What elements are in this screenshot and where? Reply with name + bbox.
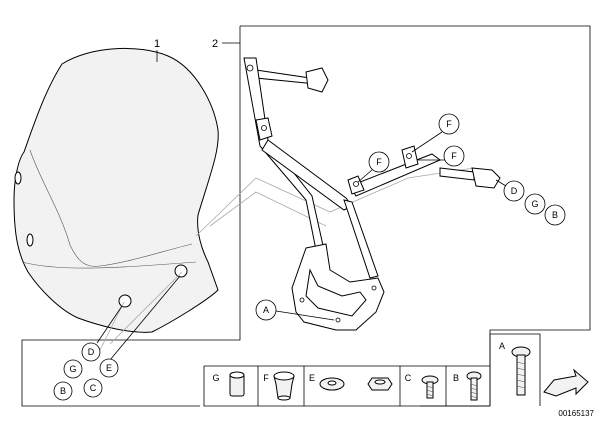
callout-leader [275, 310, 335, 321]
callout-circle-F [438, 113, 460, 135]
callout-circle-D [503, 180, 525, 202]
legend-label-F: F [263, 373, 269, 383]
callout-label: E [106, 363, 112, 373]
callout-leader [495, 179, 507, 187]
legend-label-G: G [212, 373, 219, 383]
callouts-bracket: A F F F D G B [255, 113, 566, 321]
short-screw-icon [421, 375, 439, 399]
medium-screw-icon [466, 371, 482, 401]
part-number-2: 2 [212, 38, 218, 50]
bracket-bolt-hole [406, 153, 412, 159]
bracket-knob [305, 67, 329, 93]
callout-leader [357, 169, 373, 183]
windshield-hole [174, 264, 188, 278]
windshield-inner-line [29, 149, 193, 267]
legend-label-B: B [453, 373, 459, 383]
windshield-shell [13, 48, 219, 333]
bracket-part-2 [243, 57, 501, 331]
bracket-end-cap [471, 167, 501, 189]
spacer-sleeve-icon [229, 371, 245, 397]
windshield-hole [118, 294, 132, 308]
callout-label: B [552, 210, 558, 220]
callout-label: D [88, 347, 95, 357]
rubber-grommet-icon [273, 371, 295, 401]
callout-label: F [376, 157, 382, 167]
callout-circle-F [443, 145, 465, 167]
legend-label-E: E [309, 373, 315, 383]
rubber-washer-icon [319, 377, 345, 391]
callout-leader [96, 305, 123, 344]
callout-label: B [60, 386, 66, 396]
long-screw-icon [511, 346, 531, 396]
callouts-windshield: D E G C B [53, 275, 181, 401]
callout-label: G [69, 364, 76, 374]
legend-label-C: C [405, 373, 412, 383]
windshield-lower-line [21, 261, 197, 269]
bracket-bolt-hole [353, 181, 359, 187]
legend-frame [203, 333, 541, 407]
callout-circle-F [368, 151, 390, 173]
windshield-part-1 [13, 48, 219, 333]
reference-arrow-icon [543, 368, 589, 397]
callout-circle-B [544, 204, 566, 226]
callout-circle-G [63, 359, 83, 379]
callout-label: C [90, 383, 97, 393]
bracket-bolt-hole [299, 297, 305, 303]
bracket-plate-cutout [305, 268, 367, 317]
part-number-1: 1 [154, 38, 160, 50]
diagram-number: 00165137 [558, 409, 594, 418]
bracket-bolt-hole [371, 285, 377, 291]
grommet-nut-icon [367, 377, 393, 391]
bracket-bolt-hole [261, 125, 267, 131]
legend-label-A: A [499, 341, 505, 351]
callout-label: F [446, 119, 452, 129]
bracket-bolt-hole [246, 64, 254, 72]
assembly-line [209, 191, 327, 227]
callout-circle-B [53, 381, 73, 401]
callout-label: G [531, 199, 538, 209]
callout-leader [411, 131, 443, 153]
bracket-bolt-hole [335, 317, 341, 323]
callout-circle-D [81, 342, 101, 362]
assembly-line [99, 301, 125, 351]
bracket-mount-plate [291, 243, 385, 331]
assembly-line [109, 271, 183, 345]
windshield-hole [14, 171, 22, 185]
assembly-line [195, 167, 475, 237]
callout-label: F [451, 151, 457, 161]
windshield-hole [26, 233, 34, 247]
hardware-legend: G F E C B [203, 333, 541, 407]
callout-label: A [263, 305, 269, 315]
callout-circle-G [524, 193, 546, 215]
callout-circle-C [83, 378, 103, 398]
callout-circle-A [255, 299, 277, 321]
callout-circle-E [99, 358, 119, 378]
bracket-rod-right [439, 167, 475, 181]
callout-leader [109, 275, 181, 361]
callout-label: D [511, 186, 518, 196]
bracket-tube-right [343, 199, 379, 279]
